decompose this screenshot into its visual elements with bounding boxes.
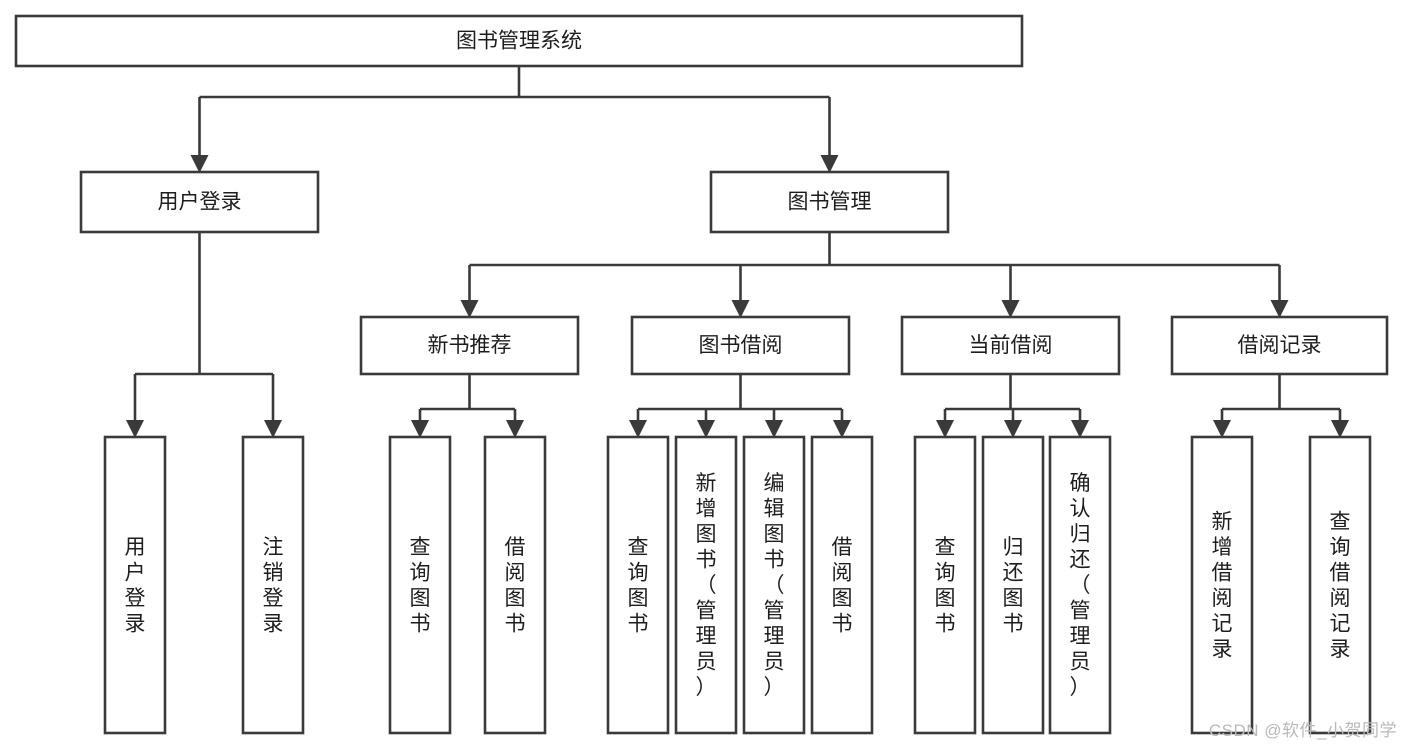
arrow-head-icon bbox=[264, 420, 282, 438]
node-leaf-query-book-3[interactable]: 查询图书 bbox=[913, 435, 977, 735]
node-box bbox=[900, 315, 1121, 376]
node-box bbox=[388, 435, 452, 735]
arrow-head-icon bbox=[1331, 420, 1349, 438]
node-layer: 图书管理系统用户登录图书管理新书推荐图书借阅当前借阅借阅记录用户登录注销登录查询… bbox=[14, 14, 1389, 735]
edge-group-current-borrow bbox=[936, 374, 1089, 438]
node-book-manage[interactable]: 图书管理 bbox=[709, 170, 950, 234]
node-box bbox=[103, 435, 167, 735]
node-user-login[interactable]: 用户登录 bbox=[79, 170, 320, 234]
node-leaf-edit-book[interactable]: 编辑图书（管理员） bbox=[742, 435, 806, 735]
node-label: 借阅图书 bbox=[832, 536, 853, 636]
node-book-borrow[interactable]: 图书借阅 bbox=[630, 315, 851, 376]
edge-group-root bbox=[190, 66, 839, 173]
node-label: 图书管理系统 bbox=[456, 30, 582, 53]
arrow-head-icon bbox=[697, 420, 715, 438]
node-current-borrow[interactable]: 当前借阅 bbox=[900, 315, 1121, 376]
edge-group-borrow-record bbox=[1213, 374, 1349, 438]
node-leaf-add-record[interactable]: 新增借阅记录 bbox=[1190, 435, 1254, 735]
node-label: 新增图书（管理员） bbox=[696, 472, 717, 699]
arrow-head-icon bbox=[629, 420, 647, 438]
node-leaf-user-login[interactable]: 用户登录 bbox=[103, 435, 167, 735]
node-leaf-add-book[interactable]: 新增图书（管理员） bbox=[674, 435, 738, 735]
edge-group-user-login bbox=[126, 232, 282, 438]
arrow-head-icon bbox=[765, 420, 783, 438]
node-box bbox=[79, 170, 320, 234]
node-box bbox=[241, 435, 305, 735]
node-box bbox=[630, 315, 851, 376]
node-label: 查询借阅记录 bbox=[1330, 510, 1351, 661]
edge-group-book-manage bbox=[460, 232, 1289, 318]
node-box bbox=[1048, 435, 1112, 735]
arrow-head-icon bbox=[833, 420, 851, 438]
arrow-head-icon bbox=[1270, 300, 1289, 318]
connector-layer bbox=[126, 66, 1349, 438]
arrow-head-icon bbox=[460, 300, 479, 318]
node-leaf-confirm-return[interactable]: 确认归还（管理员） bbox=[1048, 435, 1112, 735]
arrow-head-icon bbox=[190, 155, 209, 173]
node-box bbox=[810, 435, 874, 735]
node-label: 编辑图书（管理员） bbox=[764, 472, 785, 699]
node-label: 图书借阅 bbox=[699, 334, 783, 357]
node-box bbox=[606, 435, 670, 735]
node-box bbox=[359, 315, 580, 376]
node-label: 查询图书 bbox=[410, 536, 431, 636]
node-leaf-query-book-2[interactable]: 查询图书 bbox=[606, 435, 670, 735]
arrow-head-icon bbox=[1213, 420, 1231, 438]
arrow-head-icon bbox=[411, 420, 429, 438]
arrow-head-icon bbox=[126, 420, 144, 438]
node-label: 查询图书 bbox=[935, 536, 956, 636]
node-box bbox=[981, 435, 1045, 735]
node-label: 归还图书 bbox=[1003, 536, 1024, 636]
node-label: 查询图书 bbox=[628, 536, 649, 636]
node-label: 确认归还（管理员） bbox=[1070, 472, 1091, 699]
node-label: 新增借阅记录 bbox=[1212, 510, 1233, 661]
arrow-head-icon bbox=[936, 420, 954, 438]
arrow-head-icon bbox=[820, 155, 839, 173]
node-leaf-return-book[interactable]: 归还图书 bbox=[981, 435, 1045, 735]
node-label: 当前借阅 bbox=[969, 334, 1053, 357]
arrow-head-icon bbox=[1001, 300, 1020, 318]
node-label: 新书推荐 bbox=[428, 334, 512, 357]
node-box bbox=[1308, 435, 1372, 735]
arrow-head-icon bbox=[506, 420, 524, 438]
node-leaf-query-book-1[interactable]: 查询图书 bbox=[388, 435, 452, 735]
node-leaf-borrow-book-1[interactable]: 借阅图书 bbox=[483, 435, 547, 735]
node-box bbox=[674, 435, 738, 735]
node-leaf-user-logout[interactable]: 注销登录 bbox=[241, 435, 305, 735]
node-label: 图书管理 bbox=[788, 191, 872, 214]
node-root[interactable]: 图书管理系统 bbox=[14, 14, 1024, 68]
node-box bbox=[14, 14, 1024, 68]
node-box bbox=[483, 435, 547, 735]
node-new-book-rec[interactable]: 新书推荐 bbox=[359, 315, 580, 376]
node-box bbox=[709, 170, 950, 234]
node-box bbox=[913, 435, 977, 735]
edge-group-new-book-rec bbox=[411, 374, 524, 438]
node-box bbox=[1190, 435, 1254, 735]
node-box bbox=[742, 435, 806, 735]
arrow-head-icon bbox=[1071, 420, 1089, 438]
node-label: 用户登录 bbox=[125, 536, 146, 636]
arrow-head-icon bbox=[1004, 420, 1022, 438]
node-borrow-record[interactable]: 借阅记录 bbox=[1170, 315, 1389, 376]
node-label: 注销登录 bbox=[263, 536, 284, 636]
node-label: 借阅记录 bbox=[1238, 334, 1322, 357]
node-leaf-query-record[interactable]: 查询借阅记录 bbox=[1308, 435, 1372, 735]
node-label: 用户登录 bbox=[158, 191, 242, 214]
edge-group-book-borrow bbox=[629, 374, 851, 438]
node-box bbox=[1170, 315, 1389, 376]
node-leaf-borrow-book-2[interactable]: 借阅图书 bbox=[810, 435, 874, 735]
node-label: 借阅图书 bbox=[505, 536, 526, 636]
arrow-head-icon bbox=[731, 300, 750, 318]
